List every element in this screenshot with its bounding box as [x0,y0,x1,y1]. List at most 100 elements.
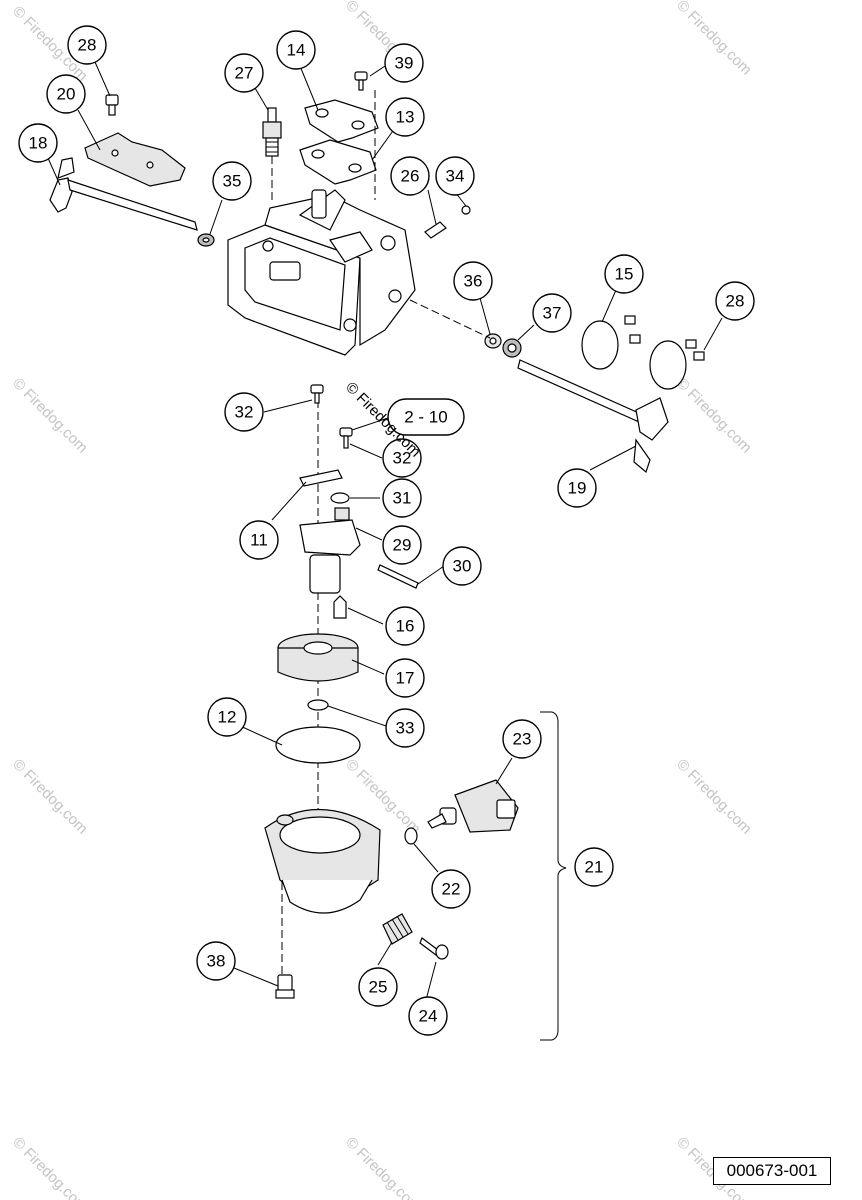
nozzle-29 [299,507,361,594]
callout-13: 13 [385,97,425,137]
screw-28-top [105,94,119,116]
diagram-reference-number: 000673-001 [713,1157,831,1185]
axis [409,299,491,339]
callout-16: 16 [385,606,425,646]
carburetor-body [227,189,416,356]
screw-32-a [310,384,324,404]
svg-text:18: 18 [29,134,48,153]
callout-38: 38 [196,941,236,981]
svg-text:16: 16 [396,617,415,636]
callout-15: 15 [604,254,644,294]
screw-26 [424,221,447,239]
clip-11 [299,469,343,487]
callout-34: 34 [435,156,475,196]
watermarks: © Firedog.com © Firedog.com © Firedog.co… [9,0,755,1200]
callout-19: 19 [557,468,597,508]
watermark: © Firedog.com [9,1134,91,1200]
seal-36 [484,333,502,349]
callout-20: 20 [46,74,86,114]
svg-text:22: 22 [442,880,461,899]
gasket-13 [299,139,377,185]
callout-18: 18 [18,123,58,163]
svg-text:35: 35 [223,172,242,191]
callout-30: 30 [442,546,482,586]
callout-23: 23 [502,719,542,759]
callout-29: 29 [382,525,422,565]
pin-30 [377,564,419,589]
callout-33: 33 [385,708,425,748]
svg-text:31: 31 [393,489,412,508]
fitting-27 [262,107,282,157]
svg-text:28: 28 [78,36,97,55]
svg-text:19: 19 [568,479,587,498]
callout-24: 24 [408,996,448,1036]
svg-text:26: 26 [401,167,420,186]
assembly-bracket [540,711,567,1041]
watermark: © Firedog.com [673,375,755,457]
callout-35: 35 [212,161,252,201]
watermark: © Firedog.com [342,1134,424,1200]
svg-text:36: 36 [464,272,483,291]
screw-38 [275,974,295,999]
svg-text:14: 14 [287,41,306,60]
callout-14: 14 [276,30,316,70]
callout-2-10: 2 - 10 [387,398,465,436]
callout-21: 21 [574,847,614,887]
jet-16 [333,595,347,619]
leader-lines [47,61,723,1001]
spring-25 [382,913,413,945]
watermark: © Firedog.com [673,756,755,838]
callout-25: 25 [358,967,398,1007]
callout-22: 22 [431,869,471,909]
callout-28-top: 28 [67,25,107,65]
callout-32-b: 32 [382,438,422,478]
svg-text:11: 11 [250,531,268,550]
gasket-14 [304,99,379,143]
svg-text:25: 25 [369,978,388,997]
svg-text:13: 13 [396,108,415,127]
svg-text:29: 29 [393,536,412,555]
svg-text:21: 21 [585,858,604,877]
watermark: © Firedog.com [9,375,91,457]
callout-11: 11 [239,520,279,560]
svg-text:28: 28 [726,292,745,311]
svg-text:32: 32 [235,403,254,422]
choke-shaft [517,359,669,474]
svg-text:27: 27 [235,64,254,83]
o-ring-22 [404,827,418,845]
svg-text:30: 30 [453,557,472,576]
svg-text:15: 15 [615,265,634,284]
callout-37: 37 [532,293,572,333]
svg-text:39: 39 [395,54,414,73]
solenoid-23 [427,779,519,833]
svg-text:34: 34 [446,167,465,186]
watermark: © Firedog.com [673,0,755,79]
screw-24 [419,937,449,960]
callout-32-a: 32 [224,392,264,432]
ball-34 [461,205,471,215]
plate-15 [581,315,641,370]
callout-12: 12 [207,697,247,737]
svg-text:38: 38 [207,952,226,971]
watermark: © Firedog.com [9,756,91,838]
svg-text:23: 23 [513,730,532,749]
svg-text:17: 17 [396,669,415,688]
svg-text:32: 32 [393,449,412,468]
svg-text:33: 33 [396,719,415,738]
seal-33 [307,699,329,711]
callout-26: 26 [390,156,430,196]
bushing-37 [502,338,522,358]
svg-text:20: 20 [57,85,76,104]
svg-text:2 - 10: 2 - 10 [404,408,447,427]
float-17 [277,633,359,682]
callout-36: 36 [453,261,493,301]
svg-text:24: 24 [419,1007,438,1026]
callout-27: 27 [224,53,264,93]
svg-text:12: 12 [218,708,237,727]
callout-31: 31 [382,478,422,518]
plate-15b [649,339,705,390]
o-ring-31 [330,492,350,504]
float-bowl [264,808,381,914]
callout-28-right: 28 [715,281,755,321]
washer-35 [197,233,215,247]
